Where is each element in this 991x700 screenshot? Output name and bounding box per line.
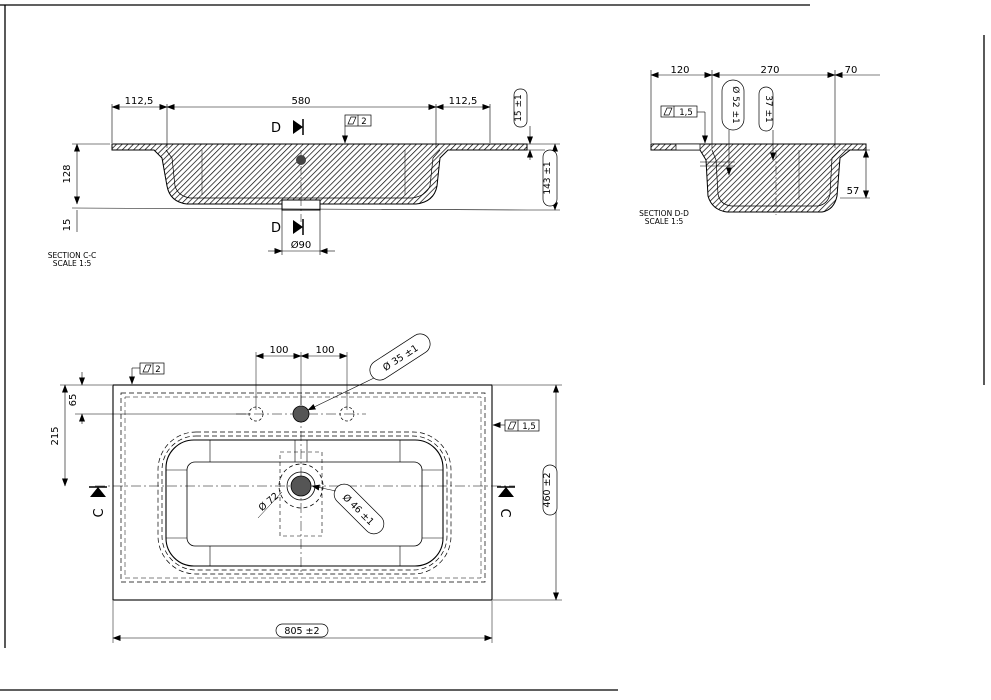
section-dd-profile (650, 143, 867, 213)
section-c-marker-right: C (497, 486, 515, 518)
dim-total-depth: 143 ±1 (543, 161, 553, 194)
section-d-marker-bottom: D (271, 219, 304, 236)
dim-outlet-dia: Ø90 (291, 239, 312, 251)
triangle-arrow-icon (293, 120, 303, 134)
svg-text:D: D (271, 121, 281, 136)
dim-front-ledge: 120 (670, 65, 689, 76)
dim-bowl-width: 580 (291, 96, 310, 107)
parallelogram-icon (142, 364, 152, 373)
svg-text:C: C (92, 508, 107, 517)
section-cc-profile (111, 143, 528, 205)
triangle-arrow-icon (498, 487, 514, 497)
bowl-floor (186, 461, 423, 547)
section-cc-title: SECTION C-C (48, 251, 97, 260)
dim-back-height: 57 (847, 186, 860, 197)
dim-left-ledge: 112,5 (125, 96, 154, 107)
bowl-rim (165, 439, 444, 567)
dim-hole-right: 100 (315, 345, 334, 356)
parallelogram-icon (663, 107, 673, 116)
dim-hole-left: 100 (269, 345, 288, 356)
section-dd-scale: SCALE 1:5 (645, 217, 684, 226)
svg-text:2: 2 (155, 365, 160, 375)
dim-width-box (275, 623, 329, 638)
dim-tap-depth-box (758, 86, 774, 132)
section-cc-scale: SCALE 1:5 (53, 259, 92, 268)
dim-width: 805 ±2 (284, 626, 319, 637)
parallelogram-icon (347, 116, 357, 125)
section-dd-view: 120 270 70 Ø 52 ±1 37 ±1 1,5 57 SECTION … (639, 65, 880, 226)
dim-total-depth-box (542, 149, 558, 207)
dim-right-ledge: 112,5 (449, 96, 478, 107)
dim-edge-to-drain: 215 (50, 426, 61, 445)
flatness-callout-top: 2 (129, 362, 165, 385)
section-c-marker-left: C (89, 486, 107, 518)
parallelogram-icon (507, 421, 517, 430)
top-view: 100 100 Ø 35 ±1 65 215 C C Ø 72 (50, 333, 562, 643)
flatness-callout-side: 1,5 (492, 419, 540, 432)
dim-edge-to-tap: 65 (68, 394, 79, 407)
dim-tap-hole-box (721, 79, 745, 131)
triangle-arrow-icon (293, 220, 303, 234)
flatness-callout-dd: 1,5 (660, 105, 708, 144)
dim-depth: 460 ±2 (542, 472, 553, 507)
dim-top-thickness: 15 ±1 (514, 94, 524, 122)
dim-bowl-length: 270 (760, 65, 779, 76)
section-d-marker-top: D (271, 119, 304, 136)
sheet-border (0, 4, 985, 691)
svg-text:2: 2 (361, 117, 366, 127)
dim-tap-depth: 37 ±1 (763, 95, 773, 123)
dim-base-thickness: 15 (62, 219, 73, 232)
dim-back-ledge: 70 (845, 65, 858, 76)
section-cc-tap-hole (296, 155, 306, 165)
drain-outer (278, 463, 324, 509)
drain-hole (290, 475, 312, 497)
svg-text:C: C (497, 508, 512, 517)
dim-top-thickness-box (513, 88, 528, 128)
tap-hole-center (292, 405, 310, 423)
dim-depth-box (542, 464, 558, 516)
flatness-callout: 2 (342, 114, 372, 144)
triangle-arrow-icon (90, 487, 106, 497)
dim-bowl-depth: 128 (62, 164, 73, 183)
section-cc-view: 112,5 580 112,5 128 15 15 ±1 143 ±1 2 D (48, 88, 560, 268)
svg-text:1,5: 1,5 (679, 108, 693, 118)
svg-text:1,5: 1,5 (522, 422, 536, 432)
svg-text:D: D (271, 221, 281, 236)
section-dd-title: SECTION D-D (639, 209, 689, 218)
dim-tap-hole-dia: Ø 52 ±1 (730, 86, 741, 124)
bowl-outer-dashed (157, 431, 452, 575)
